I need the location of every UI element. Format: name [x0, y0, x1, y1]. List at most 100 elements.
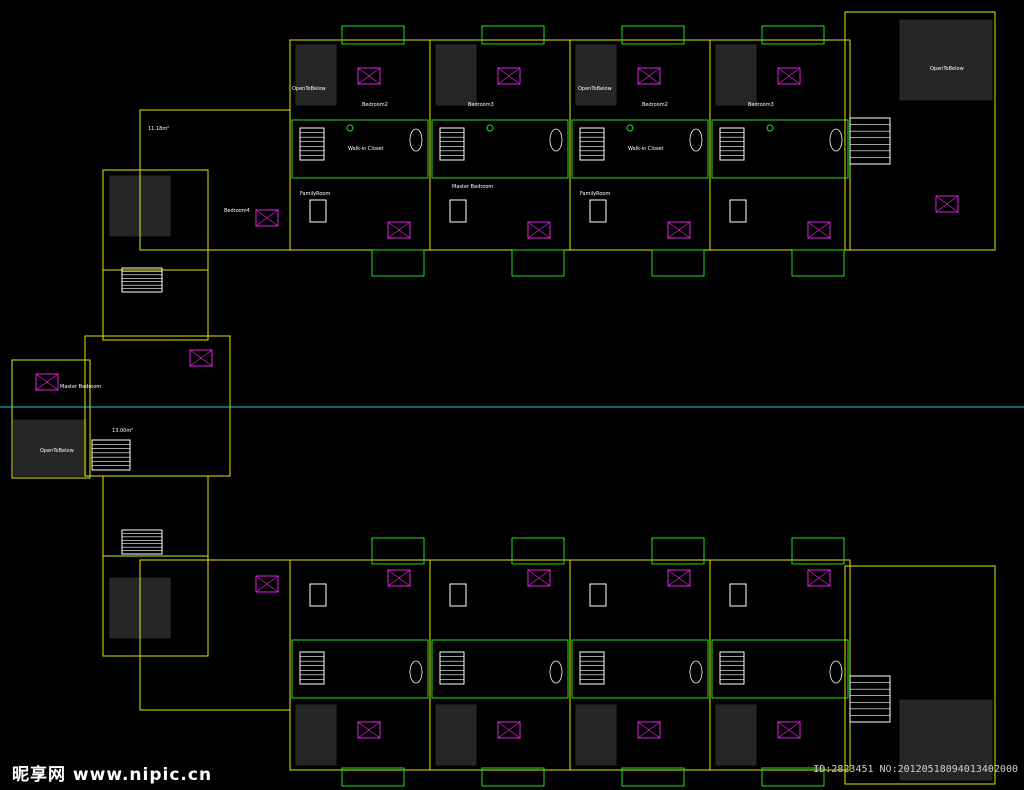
bed-icon — [497, 721, 521, 739]
bed-icon — [807, 221, 831, 239]
bed-icon — [637, 721, 661, 739]
open-to-below-area — [715, 44, 757, 106]
end-unit-wall — [844, 11, 996, 251]
room-label: Bedroom2 — [642, 102, 668, 108]
balcony-wall — [511, 249, 565, 277]
room-label: FamilyRoom — [580, 191, 610, 197]
room-label: Walk-in Closet — [628, 146, 664, 152]
stair-symbols — [91, 117, 891, 723]
bed-icon — [807, 569, 831, 587]
bathtub-icon — [549, 660, 563, 684]
corridor-wall — [291, 119, 429, 179]
bed-icon — [189, 349, 213, 367]
balcony-wall — [341, 25, 405, 45]
corner-unit-wall — [139, 559, 291, 711]
bed-icon — [777, 67, 801, 85]
bathtub-icon — [689, 128, 703, 152]
room-label: Master Bedroom — [60, 384, 101, 390]
bed-icon — [357, 67, 381, 85]
shaded-areas — [13, 19, 993, 781]
room-label: Bedroom3 — [468, 102, 494, 108]
watermark-id: ID:2823451 NO:20120518094013402000 — [813, 764, 1018, 775]
corridor-wall — [711, 639, 849, 699]
open-to-below-area — [435, 704, 477, 766]
balcony-wall — [621, 25, 685, 45]
balcony-wall — [341, 767, 405, 787]
spine-wall — [102, 269, 209, 341]
bathtub-icon — [409, 128, 423, 152]
bed-icon — [255, 575, 279, 593]
bed-icon — [387, 569, 411, 587]
bed-icon — [777, 67, 801, 85]
stair-icon — [719, 651, 745, 685]
west-unit-wall — [11, 359, 91, 479]
building-walls — [11, 11, 996, 787]
bed-icon — [497, 721, 521, 739]
bed-icon — [667, 221, 691, 239]
open-to-below-area — [575, 44, 617, 106]
furniture-symbols — [35, 67, 959, 739]
bed-icon — [255, 575, 279, 593]
table-icon — [309, 583, 327, 607]
stair-icon — [849, 675, 891, 723]
room-label: OpenToBelow — [40, 448, 74, 454]
bed-icon — [667, 221, 691, 239]
stair-icon — [439, 651, 465, 685]
stair-icon — [579, 651, 605, 685]
bed-icon — [527, 221, 551, 239]
bed-icon — [527, 569, 551, 587]
table-icon — [589, 583, 607, 607]
open-to-below-area — [295, 44, 337, 106]
room-label: OpenToBelow — [292, 86, 326, 92]
room-label: Bedroom4 — [224, 208, 250, 214]
corridor-wall — [431, 639, 569, 699]
table-icon — [449, 583, 467, 607]
spine-wall — [102, 555, 209, 657]
open-to-below-area — [715, 704, 757, 766]
bed-icon — [637, 721, 661, 739]
bed-icon — [777, 721, 801, 739]
bed-icon — [387, 569, 411, 587]
bed-icon — [387, 221, 411, 239]
balcony-wall — [371, 249, 425, 277]
balcony-wall — [651, 537, 705, 565]
bathtub-icon — [829, 128, 843, 152]
stair-icon — [299, 651, 325, 685]
balcony-wall — [511, 537, 565, 565]
bed-icon — [497, 67, 521, 85]
bed-icon — [807, 221, 831, 239]
balcony-wall — [481, 767, 545, 787]
corridor-wall — [711, 119, 849, 179]
door-swing-icon — [486, 124, 494, 132]
balcony-wall — [791, 537, 845, 565]
open-to-below-area — [295, 704, 337, 766]
stair-icon — [299, 127, 325, 161]
stair-icon — [121, 267, 163, 293]
stair-icon — [121, 529, 163, 555]
bed-icon — [497, 67, 521, 85]
balcony-wall — [761, 767, 825, 787]
balcony-wall — [621, 767, 685, 787]
corridor-wall — [431, 119, 569, 179]
bed-icon — [777, 721, 801, 739]
bed-icon — [357, 721, 381, 739]
bathtub-icon — [689, 660, 703, 684]
corridor-wall — [571, 119, 709, 179]
room-label: FamilyRoom — [300, 191, 330, 197]
stair-icon — [719, 127, 745, 161]
table-icon — [589, 199, 607, 223]
table-icon — [309, 199, 327, 223]
table-icon — [729, 583, 747, 607]
bed-icon — [255, 209, 279, 227]
bed-icon — [935, 195, 959, 213]
corridor-wall — [571, 639, 709, 699]
balcony-wall — [761, 25, 825, 45]
bed-icon — [667, 569, 691, 587]
corridor-wall — [291, 639, 429, 699]
open-to-below-area — [575, 704, 617, 766]
bed-icon — [637, 67, 661, 85]
bathtub-icon — [549, 128, 563, 152]
room-label: 13.00m² — [112, 428, 133, 434]
